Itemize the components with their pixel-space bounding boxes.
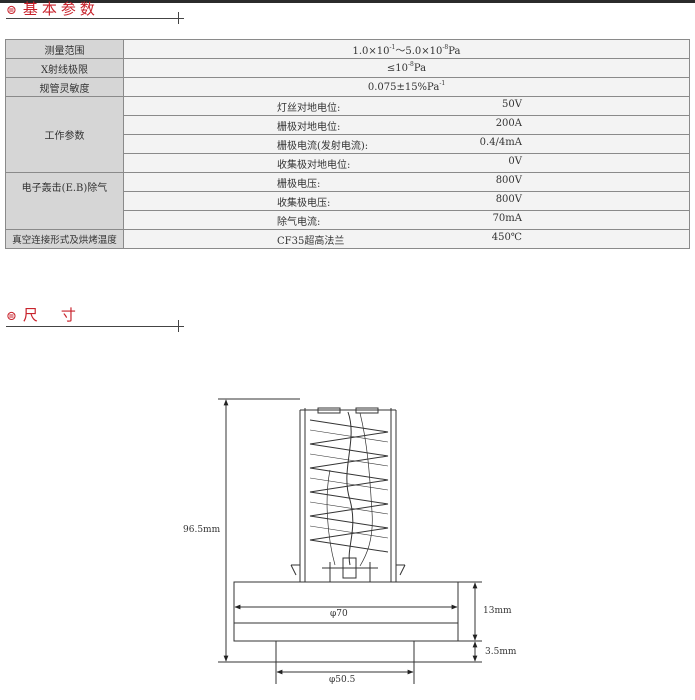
table-row: 栅极对地电位:200A (6, 115, 690, 135)
flange-thickness-label: 13mm (483, 606, 512, 616)
section-underline (6, 18, 184, 19)
height-dimension-label: 96.5mm (183, 525, 221, 535)
flange-diameter-label: φ70 (330, 609, 348, 619)
section-title-params: ⊜ 基本参数 (6, 0, 99, 19)
table-row: 收集极电压:800V (6, 191, 690, 211)
section-underline-tick (178, 320, 179, 332)
section-title-dimensions: ⊜ 尺 寸 (6, 304, 80, 325)
section-underline (6, 326, 184, 327)
table-row: 收集极对地电位:0V (6, 153, 690, 173)
table-row: 规管灵敏度 0.075±15%Pa-1 (5, 77, 690, 97)
row-label: 规管灵敏度 (5, 77, 124, 97)
range-value: 1.0×10-1～5.0×10-8Pa (123, 39, 690, 59)
base-thickness-label: 3.5mm (485, 647, 517, 657)
sub-row: 栅极对地电位:200A (123, 115, 690, 135)
base-diameter-label: φ50.5 (329, 675, 356, 685)
sub-row: 灯丝对地电位:50V (123, 96, 690, 116)
section-title-text: 尺 寸 (22, 306, 80, 324)
table-row: 除气电流:70mA (6, 210, 690, 230)
row-label: X射线极限 (5, 58, 124, 78)
sub-row: 收集极电压:800V (123, 191, 690, 211)
section-bullet-icon: ⊜ (6, 3, 17, 18)
parameters-table: 测量范围 1.0×10-1～5.0×10-8Pa X射线极限 ≤10-8Pa 规… (5, 39, 690, 249)
section-underline-tick (178, 12, 179, 24)
top-border (0, 0, 695, 3)
sub-row: 除气电流:70mA (123, 210, 690, 230)
section-bullet-icon: ⊜ (6, 309, 17, 324)
section-title-text: 基本参数 (22, 0, 99, 18)
row-label: 真空连接形式及烘烤温度 (5, 229, 124, 249)
sub-row: 收集极对地电位:0V (123, 153, 690, 173)
table-row: 测量范围 1.0×10-1～5.0×10-8Pa (5, 39, 690, 59)
